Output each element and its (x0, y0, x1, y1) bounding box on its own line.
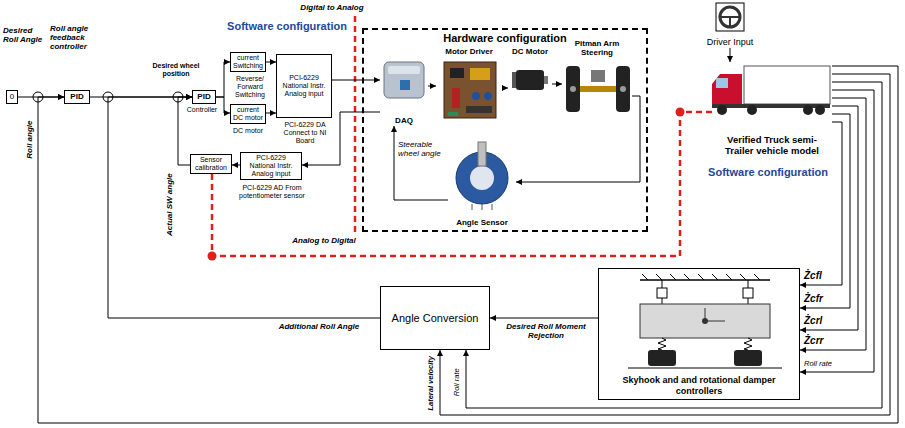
signal-label: Roll rate (804, 360, 840, 369)
signal-line (38, 66, 898, 423)
node-text: Angle Conversion (383, 312, 487, 325)
vehicle-model: Verified Truck semi-Trailer vehicle mode… (712, 62, 832, 158)
dc-motor-illustration (512, 70, 548, 90)
node-text: 0 (9, 92, 15, 101)
signal-label: Żcrl (804, 315, 840, 327)
node-text: Motor Driver (438, 47, 500, 56)
dc-motor: DC Motor (508, 46, 552, 104)
edge-label: Roll angle (24, 121, 33, 159)
signal-label: Roll angle feedback controller (50, 24, 112, 52)
signal-label: Desired Roll Angle (3, 26, 45, 44)
signal-line (216, 97, 230, 113)
signal-line (108, 97, 380, 318)
calibration-box: Sensor calibration (190, 154, 232, 174)
node-text: PID (195, 92, 213, 101)
angle-sensor: Angle Sensor (448, 138, 516, 228)
boundary-line (354, 16, 357, 232)
switching-block: current Switching (230, 52, 266, 72)
signal-wire (800, 90, 874, 372)
signal-line (516, 96, 640, 182)
signal-label: Analog to Digital (282, 236, 366, 245)
node-text: PCI-6229 National Instr. Analog input (279, 74, 329, 98)
edge-label: Actual SW angle (164, 174, 173, 237)
signal-line (216, 62, 230, 97)
node-text: Pitman Arm Steering (564, 39, 630, 57)
edge-label: Lateral velocity (427, 356, 436, 411)
signal-line (266, 113, 276, 114)
daq-illustration (384, 62, 424, 98)
driver-input: Driver Input (700, 2, 760, 48)
steering-mechanism: Pitman Arm Steering (562, 38, 632, 124)
daq-output-box: PCI-6229 National Instr. Analog input (276, 54, 332, 118)
signal-line (552, 84, 562, 85)
motor-driver-illustration (444, 62, 496, 118)
conversion-box: Angle Conversion (380, 286, 490, 350)
signal-line (490, 318, 598, 319)
edge-label: Additional Roll Angle (262, 322, 376, 331)
motor-current-block: current DC motor (230, 104, 266, 124)
motor-driver-board: Motor Driver (436, 46, 502, 124)
signal-line (394, 126, 448, 200)
node-text: Sensor calibration (193, 156, 229, 172)
steering-wheel-icon (716, 3, 744, 31)
node-text: Angle Sensor (450, 218, 514, 227)
signal-label: Controller (182, 106, 222, 114)
signal-label: Żcfl (804, 270, 840, 282)
signal-label: Żcrr (804, 335, 840, 347)
signal-line (266, 62, 276, 63)
signal-label: Digital to Analog (284, 3, 380, 12)
edge-label: Desired Roll Moment Rejection (498, 322, 594, 340)
signal-wire (466, 82, 882, 408)
node-text: current DC motor (233, 106, 263, 122)
signal-line (428, 86, 436, 87)
steering-illustration (566, 66, 630, 112)
node-text: Skyhook and and rotational damper contro… (601, 375, 797, 396)
daq-input-box: PCI-6229 National Instr. Analog input (240, 152, 302, 180)
potentiometer-illustration (456, 142, 508, 210)
signal-label: Reverse/ Forward Switching (226, 75, 274, 99)
signal-label: PCI-6229 AD From potentiometer sensor (236, 184, 308, 200)
signal-label: Roll rate (453, 368, 462, 396)
signal-line (730, 48, 731, 62)
signal-label: Desired wheel position (146, 62, 206, 78)
node-text: Driver Input (702, 37, 758, 47)
node-text: DC Motor (510, 47, 550, 56)
node-text: PCI-6229 National Instr. Analog input (243, 154, 299, 178)
signal-label: DC motor (226, 127, 270, 135)
signal-label: PCI-6229 DA Connect to NI Board (274, 121, 336, 145)
signal-line (232, 165, 240, 166)
steering-angle-link (212, 112, 712, 256)
reference-box: 0 (6, 90, 18, 104)
node-text: DAQ (382, 116, 426, 125)
signal-line (502, 88, 508, 89)
signal-label: Software configuration (700, 166, 836, 179)
pid-block: PID (192, 90, 216, 104)
signal-label: Żcfr (804, 293, 840, 305)
node-text: PID (67, 92, 87, 101)
signal-line (440, 74, 890, 415)
truck-illustration (712, 66, 830, 115)
damper-controller: Skyhook and and rotational damper contro… (598, 268, 800, 400)
daq-device: DAQ (380, 58, 428, 126)
hardware-frame: Hardware configurationDAQMotor DriverDC … (362, 28, 648, 232)
edge-label: Steerable wheel angle (398, 140, 444, 158)
signal-line (332, 80, 380, 81)
signal-label: Software configuration (222, 20, 352, 33)
node-text: current Switching (233, 54, 263, 70)
node-text: Verified Truck semi-Trailer vehicle mode… (714, 135, 830, 157)
pid-block: PID (64, 90, 90, 104)
vehicle-roll-illustration (628, 274, 782, 368)
